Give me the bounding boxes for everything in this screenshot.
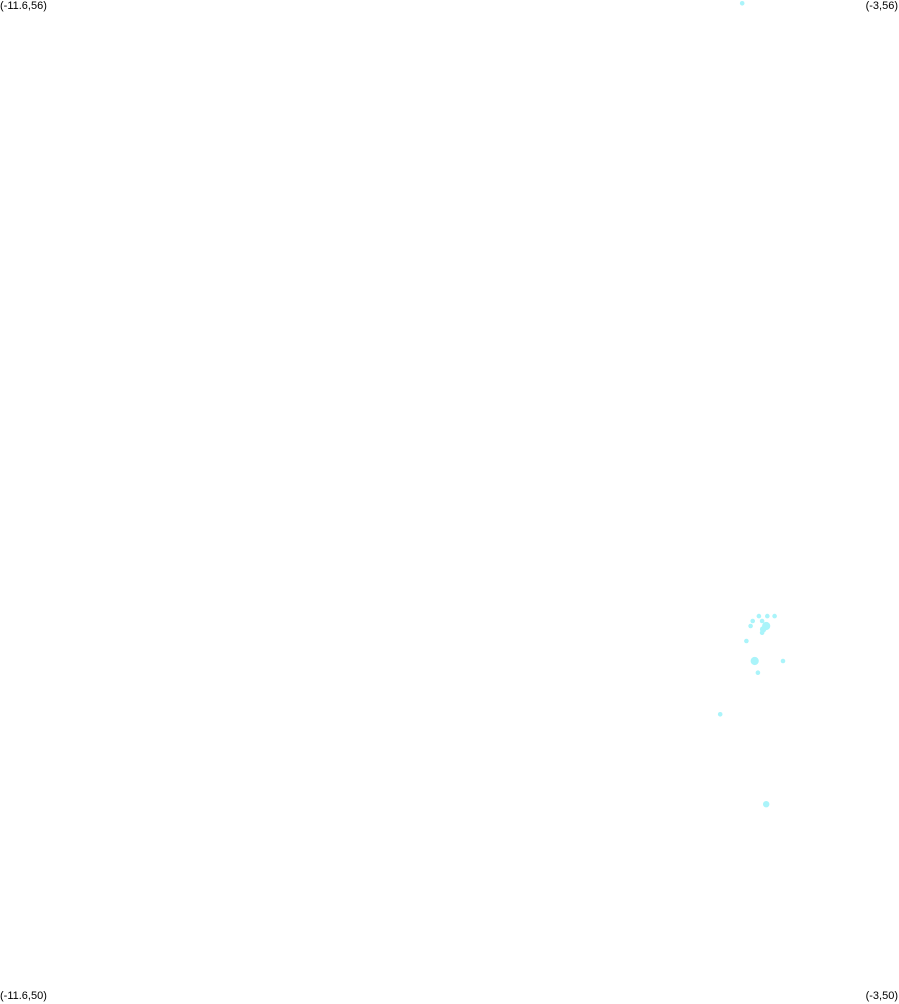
map-point-5 [759,618,765,624]
corner-label-top-right: (-3,56) [865,0,898,12]
map-point-0 [739,1,745,6]
map-point-15 [763,801,770,808]
corner-label-bottom-left: (-11.6,50) [0,990,47,1002]
map-point-14 [717,712,723,717]
map-point-10 [744,638,749,644]
map-point-13 [755,670,761,675]
map-point-3 [772,613,777,619]
map-point-2 [765,613,770,619]
map-point-6 [748,623,753,629]
map-point-9 [759,630,765,635]
corner-label-top-left: (-11.6,56) [0,0,47,12]
map-point-4 [750,618,755,624]
corner-label-bottom-right: (-3,50) [865,990,898,1002]
map-point-1 [756,613,762,619]
map-point-12 [780,658,786,664]
map-point-11 [750,656,759,666]
